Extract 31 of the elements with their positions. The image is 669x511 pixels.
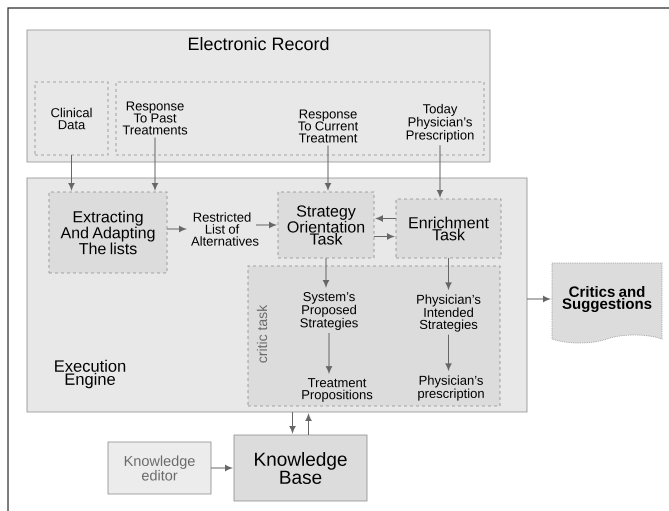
list-label: Restricted List of Alternatives	[191, 212, 258, 246]
arrow	[305, 414, 312, 436]
data-label: Today Physician’s Prescription	[406, 104, 474, 142]
arrow	[166, 226, 186, 232]
arrow	[374, 233, 394, 240]
arrow	[526, 296, 550, 302]
arrow	[326, 332, 332, 373]
process-box: Extracting And Adapting The lists	[48, 192, 168, 274]
process-box: Strategy Orientation Task	[278, 192, 374, 258]
data-label: Response To Current Treatment	[298, 109, 358, 143]
strategy-label: Physician’s Intended Strategies	[417, 294, 480, 332]
arrow	[256, 222, 276, 228]
arrow	[289, 412, 296, 433]
group-box	[116, 82, 484, 156]
strategy-label: Physician’s prescription	[418, 375, 484, 401]
arrow	[445, 258, 452, 290]
strategy-label: System’s Proposed Strategies	[300, 292, 358, 330]
strategy-label: Treatment Propositions	[302, 378, 372, 402]
editor-box: Knowledge editor	[108, 442, 212, 494]
arrow	[436, 144, 444, 197]
data-label: Response To Past Treatments	[122, 101, 188, 135]
arrow	[68, 154, 75, 190]
data-box: Clinical Data	[34, 82, 108, 156]
arrow	[324, 145, 332, 190]
process-box: Enrichment Task	[396, 198, 502, 258]
arrow	[445, 334, 452, 370]
arrow	[210, 464, 232, 472]
arrow	[152, 137, 158, 190]
database-box: Knowledge Base	[234, 434, 368, 502]
arrow	[322, 258, 330, 287]
arrow	[376, 215, 396, 222]
